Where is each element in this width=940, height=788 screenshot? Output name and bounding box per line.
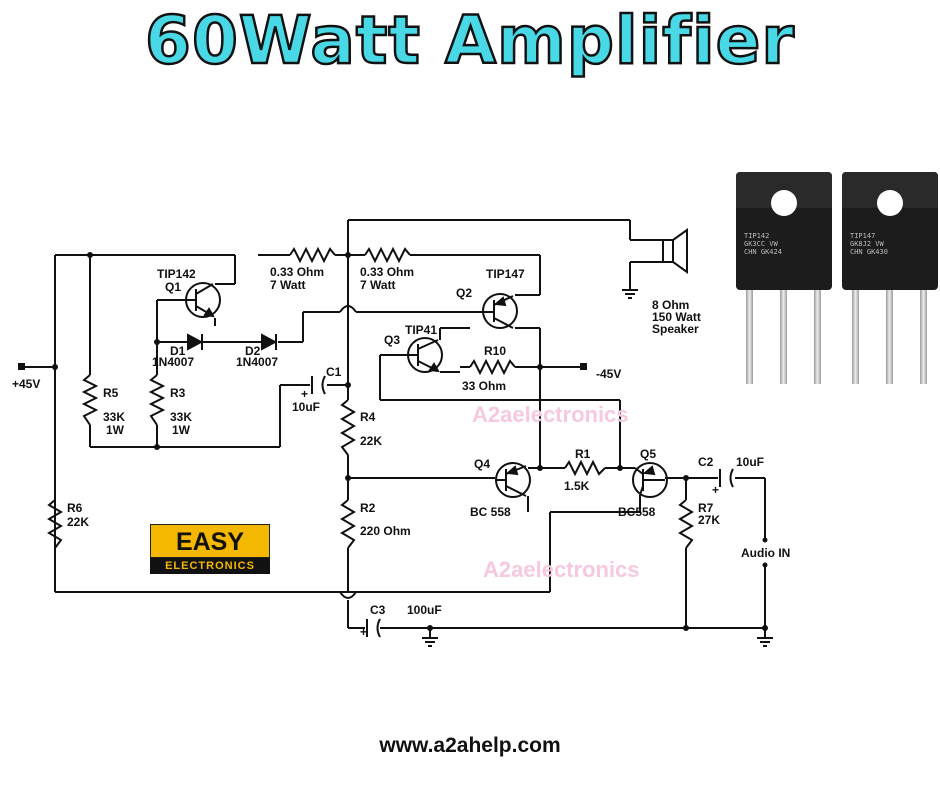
logo-bottom: ELECTRONICS <box>150 558 270 574</box>
label-speaker-line2: 150 Watt <box>652 310 701 324</box>
label-q5-ref: Q5 <box>640 447 656 461</box>
label-c2-value: 10uF <box>736 455 764 469</box>
transistor-q5 <box>632 462 668 498</box>
resistor-r3 <box>148 374 166 426</box>
label-r10-ref: R10 <box>484 344 506 358</box>
label-r5-power: 1W <box>106 423 125 437</box>
tip142-marking: TIP142 GK3CC VW CHN GK424 <box>744 232 782 256</box>
label-r1-ref: R1 <box>575 447 591 461</box>
label-audio-in: Audio IN <box>741 546 790 560</box>
label-q1-ref: Q1 <box>165 280 181 294</box>
label-speaker-line3: Speaker <box>652 322 699 336</box>
label-q4-ref: Q4 <box>474 457 490 471</box>
label-c3-value: 100uF <box>407 603 442 617</box>
resistor-r5 <box>81 374 99 426</box>
transistor-q2 <box>460 293 518 329</box>
terminal-plus <box>18 363 25 370</box>
label-c2-polarity: + <box>712 483 719 497</box>
label-q2-ref: Q2 <box>456 286 472 300</box>
easy-electronics-logo: EASY ELECTRONICS <box>150 524 270 574</box>
diodes <box>187 333 278 351</box>
tip147-marking: TIP147 GK8J2 VW CHN GK430 <box>850 232 888 256</box>
label-re1-power: 7 Watt <box>270 278 306 292</box>
transistor-q4 <box>495 462 531 498</box>
capacitors <box>311 375 734 638</box>
resistor-re2 <box>364 246 411 264</box>
terminal-minus <box>580 363 587 370</box>
label-c1-ref: C1 <box>326 365 342 379</box>
diode-d2 <box>261 333 278 351</box>
transistor-q1 <box>185 282 221 318</box>
tip147-photo: TIP147 GK8J2 VW CHN GK430 <box>842 172 938 384</box>
label-re2-value: 0.33 Ohm <box>360 265 414 279</box>
resistor-r7 <box>678 499 694 549</box>
label-r5-ref: R5 <box>103 386 119 400</box>
label-r2-value: 220 Ohm <box>360 524 411 538</box>
resistor-r6 <box>47 499 63 549</box>
label-speaker-line1: 8 Ohm <box>652 298 689 312</box>
label-q4-type: BC 558 <box>470 505 511 519</box>
label-r6-ref: R6 <box>67 501 83 515</box>
label-re2-power: 7 Watt <box>360 278 396 292</box>
resistor-r2 <box>340 499 356 549</box>
label-d1-type: 1N4007 <box>152 355 194 369</box>
resistor-r1 <box>564 459 606 477</box>
resistor-re1 <box>289 246 336 264</box>
label-r3-value: 33K <box>170 410 192 424</box>
label-re1-value: 0.33 Ohm <box>270 265 324 279</box>
transistor-q3 <box>407 337 443 373</box>
terminal-audio-top <box>762 537 768 543</box>
speaker-icon <box>662 228 688 274</box>
label-r2-ref: R2 <box>360 501 376 515</box>
label-r7-ref: R7 <box>698 501 714 515</box>
diode-d1 <box>187 333 204 351</box>
label-c3-polarity: + <box>360 625 367 639</box>
label-d2-type: 1N4007 <box>236 355 278 369</box>
website-url: www.a2ahelp.com <box>379 734 561 757</box>
resistor-r10 <box>469 358 516 376</box>
labels: TIP142 Q1 0.33 Ohm 7 Watt 0.33 Ohm 7 Wat… <box>12 265 790 639</box>
label-q5-type: BC558 <box>618 505 656 519</box>
label-r4-ref: R4 <box>360 410 376 424</box>
tip142-photo: TIP142 GK3CC VW CHN GK424 <box>736 172 832 384</box>
label-r3-ref: R3 <box>170 386 186 400</box>
watermark-1: A2aelectronics <box>472 402 629 427</box>
wires <box>22 219 766 638</box>
label-c2-ref: C2 <box>698 455 714 469</box>
label-q1-type: TIP142 <box>157 267 196 281</box>
label-r6-value: 22K <box>67 515 89 529</box>
label-q3-type: TIP41 <box>405 323 437 337</box>
watermark-2: A2aelectronics <box>483 557 640 582</box>
label-r5-value: 33K <box>103 410 125 424</box>
junction-dots <box>52 252 768 631</box>
label-c1-polarity: + <box>301 387 308 401</box>
label-c3-ref: C3 <box>370 603 386 617</box>
page-title: 60Watt Amplifier <box>144 1 795 81</box>
label-r3-power: 1W <box>172 423 191 437</box>
logo-top: EASY <box>150 524 270 558</box>
label-r10-value: 33 Ohm <box>462 379 506 393</box>
resistors <box>47 246 694 549</box>
label-c1-value: 10uF <box>292 400 320 414</box>
label-d2-ref: D2 <box>245 344 261 358</box>
label-positive: +45V <box>12 377 40 391</box>
label-negative: -45V <box>596 367 621 381</box>
label-d1-ref: D1 <box>170 344 186 358</box>
label-r4-value: 22K <box>360 434 382 448</box>
label-q2-type: TIP147 <box>486 267 525 281</box>
ground-icons <box>422 289 773 647</box>
transistors <box>185 282 668 498</box>
label-r1-value: 1.5K <box>564 479 590 493</box>
label-r7-value: 27K <box>698 513 720 527</box>
label-q3-ref: Q3 <box>384 333 400 347</box>
resistor-r4 <box>340 399 356 456</box>
terminal-audio-bottom <box>762 562 768 568</box>
